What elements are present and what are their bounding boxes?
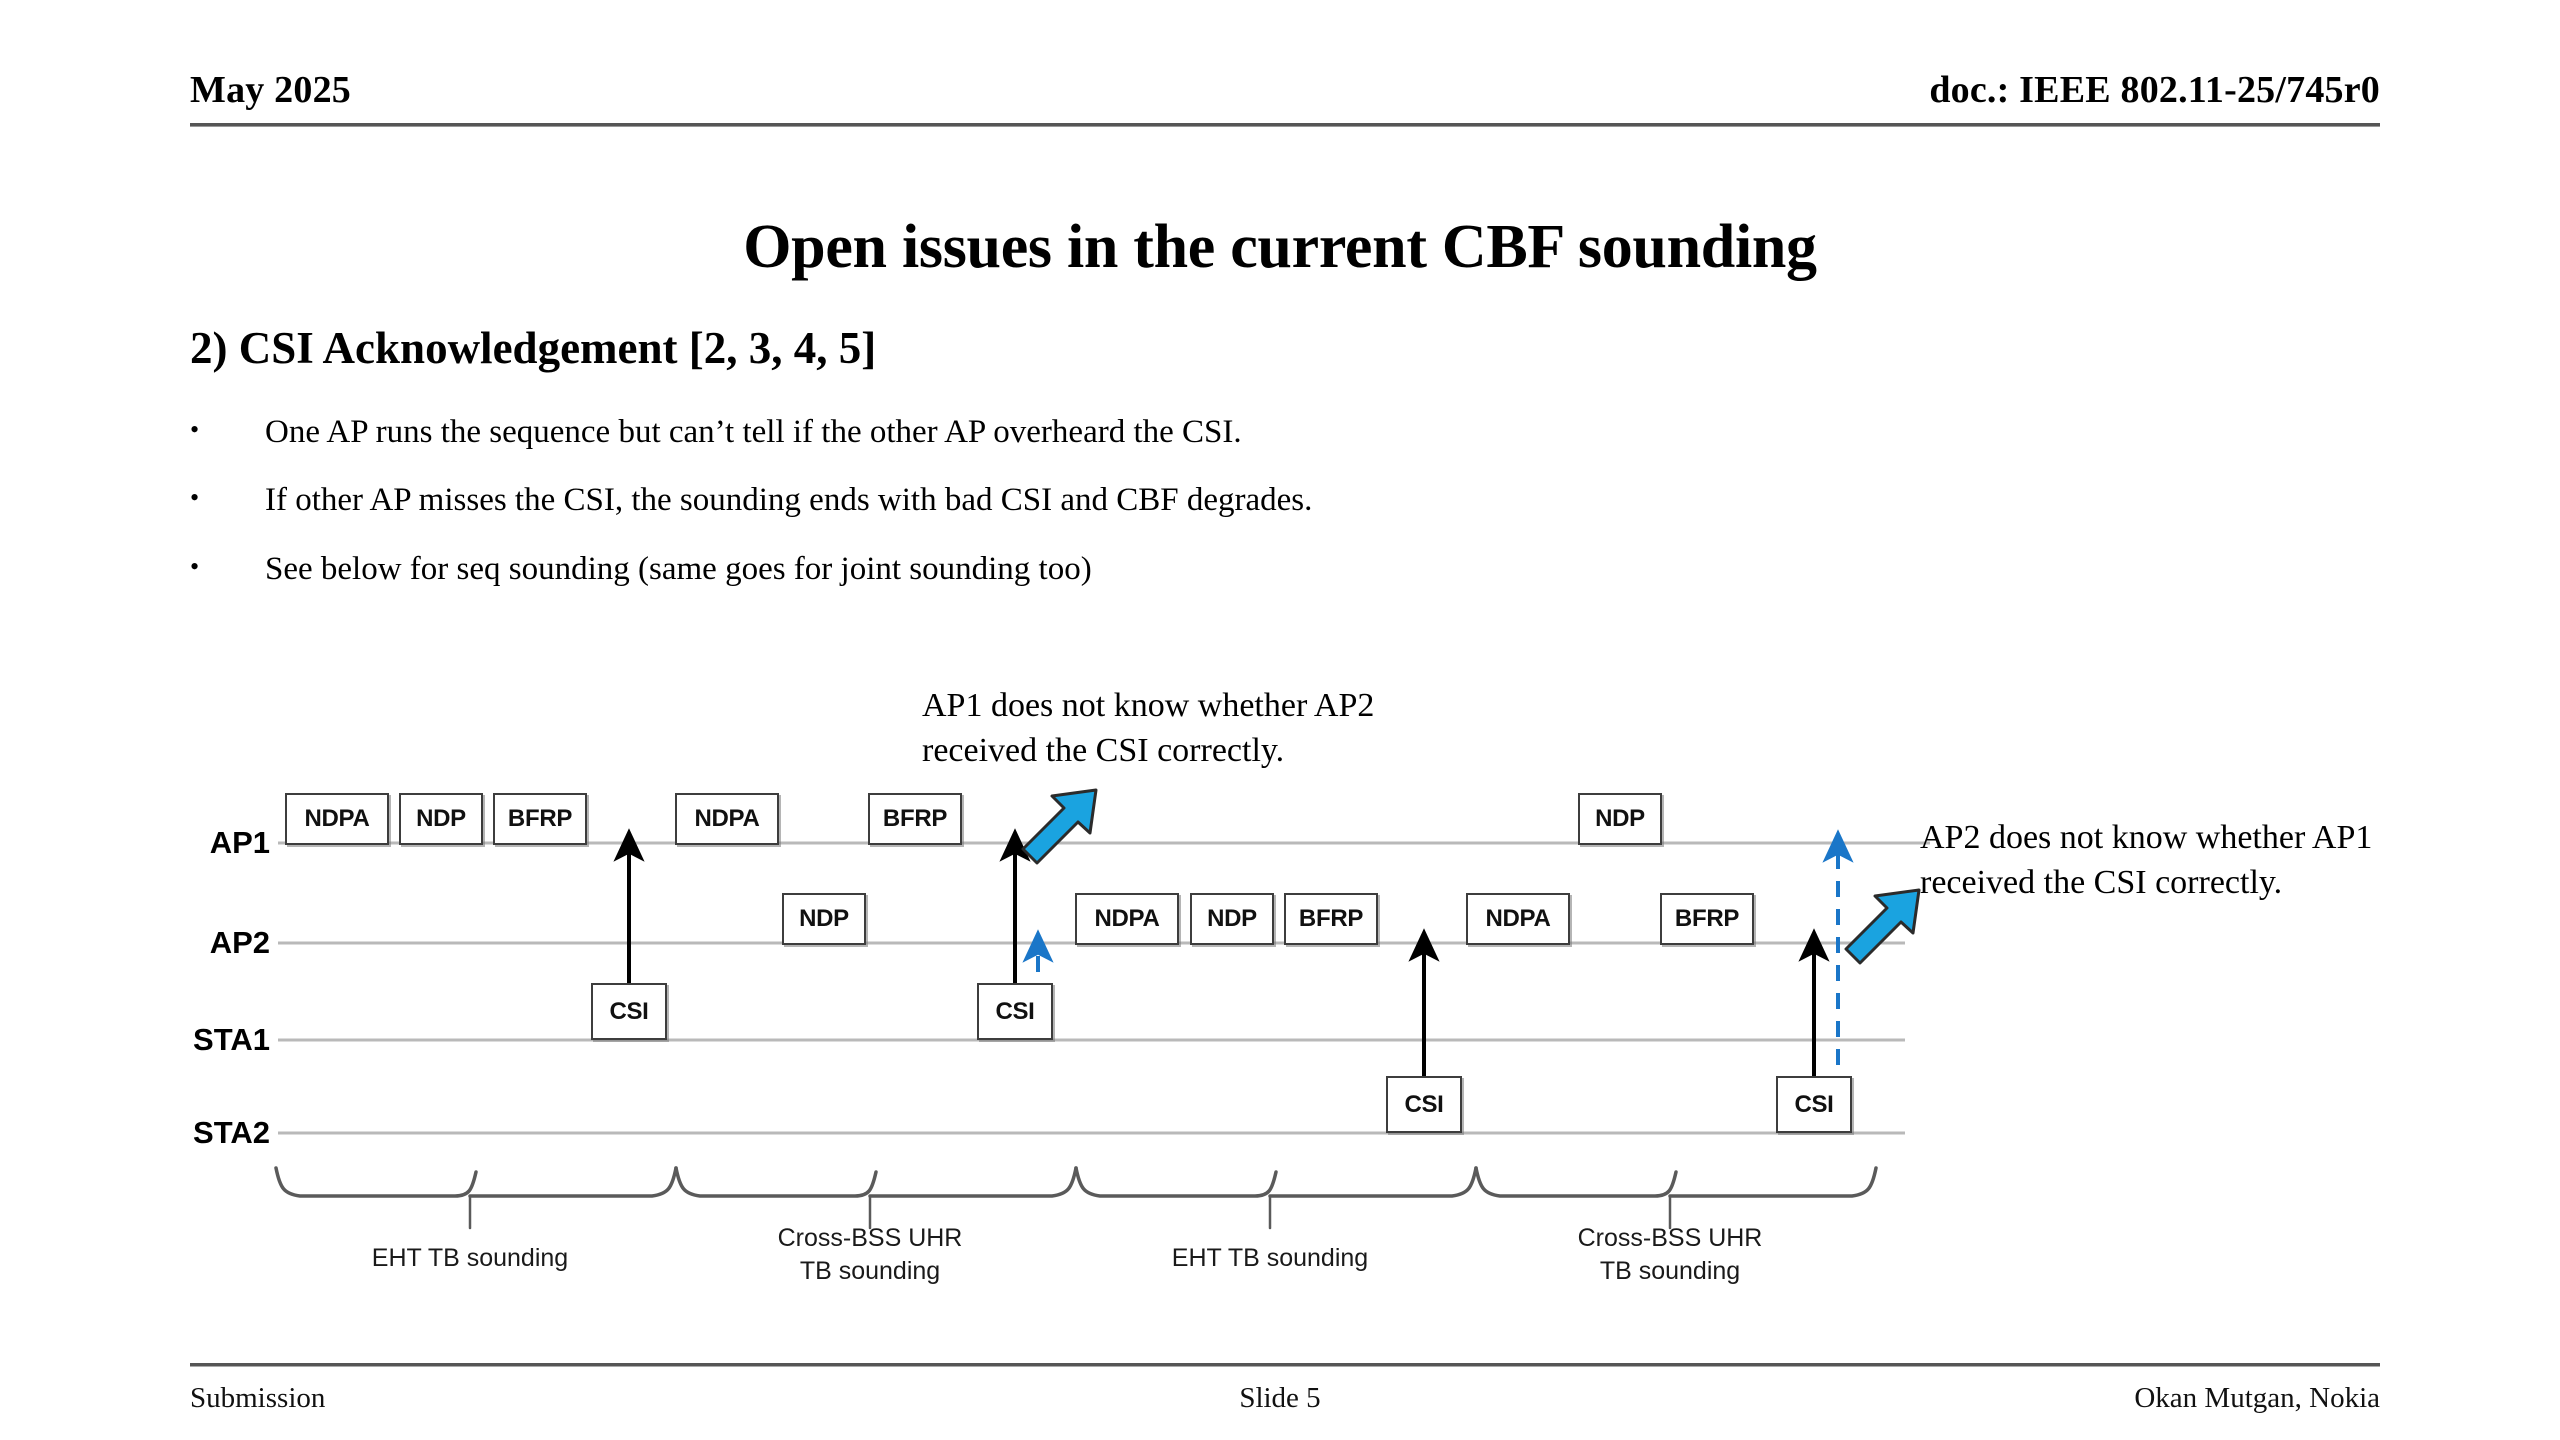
- packet-box: NDP: [1578, 793, 1662, 845]
- packet-box: CSI: [1776, 1076, 1852, 1133]
- packet-box: BFRP: [868, 793, 962, 845]
- bracket-label: Cross-BSS UHR TB sounding: [1577, 1224, 1763, 1285]
- bullet-dot-icon: •: [190, 483, 200, 512]
- header-date: May 2025: [190, 69, 351, 111]
- bracket-3: [1074, 1166, 1278, 1198]
- bracket-3-right: [1268, 1166, 1478, 1198]
- footer-divider: [190, 1363, 2380, 1367]
- phase-brackets-right: [468, 1166, 1878, 1198]
- bullet-text: One AP runs the sequence but can’t tell …: [265, 414, 1242, 450]
- bracket-2: [674, 1166, 878, 1198]
- bracket-4: [1474, 1166, 1678, 1198]
- packet-box: BFRP: [1660, 893, 1754, 945]
- bracket-1-right: [468, 1166, 678, 1198]
- callout-arrow-ap1: [1021, 788, 1098, 865]
- bracket-label: EHT TB sounding: [371, 1244, 569, 1272]
- bracket-4-right: [1668, 1166, 1878, 1198]
- packet-box: NDP: [782, 893, 866, 945]
- footer-submission-label: Submission: [190, 1382, 326, 1414]
- row-label-sta2: STA2: [193, 1115, 270, 1150]
- packet-box: NDPA: [285, 793, 389, 845]
- packet-box: NDP: [1190, 893, 1274, 945]
- packet-box: NDP: [399, 793, 483, 845]
- row-label-ap1: AP1: [209, 825, 270, 860]
- packet-box: NDPA: [1466, 893, 1570, 945]
- packet-box: CSI: [977, 983, 1053, 1040]
- packet-box: BFRP: [493, 793, 587, 845]
- bullet-dot-icon: •: [190, 552, 200, 581]
- slide-header: May 2025 doc.: IEEE 802.11-25/745r0: [190, 68, 2380, 128]
- packet-box: NDPA: [1075, 893, 1179, 945]
- footer-author: Okan Mutgan, Nokia: [2134, 1382, 2380, 1414]
- bullet-dot-icon: •: [190, 415, 200, 444]
- packet-box: NDPA: [675, 793, 779, 845]
- packet-box: CSI: [1386, 1076, 1462, 1133]
- bracket-1: [274, 1166, 478, 1198]
- row-label-ap2: AP2: [209, 925, 270, 960]
- header-divider: [190, 123, 2380, 127]
- bracket-label: Cross-BSS UHR TB sounding: [777, 1224, 963, 1285]
- timeline-axes: [278, 841, 1905, 1135]
- section-subtitle: 2) CSI Acknowledgement [2, 3, 4, 5]: [190, 323, 877, 373]
- bullet-text: See below for seq sounding (same goes fo…: [265, 551, 1092, 587]
- page-title: Open issues in the current CBF sounding: [743, 213, 1817, 281]
- header-doc-id: doc.: IEEE 802.11-25/745r0: [1929, 69, 2380, 111]
- phase-brackets: [274, 1166, 1678, 1230]
- uncertain-reception-arrows: [1022, 829, 1854, 1093]
- packet-box: CSI: [591, 983, 667, 1040]
- callout-arrow-ap2: [1844, 888, 1921, 965]
- row-label-sta1: STA1: [193, 1022, 270, 1057]
- transmission-arrows: [613, 828, 1830, 1093]
- bracket-2-right: [868, 1166, 1078, 1198]
- callout-ap1-uncertainty: AP1 does not know whether AP2 received t…: [922, 687, 1375, 770]
- bullet-text: If other AP misses the CSI, the sounding…: [265, 482, 1313, 518]
- bracket-label: EHT TB sounding: [1171, 1244, 1369, 1272]
- packet-box: BFRP: [1284, 893, 1378, 945]
- callout-ap2-uncertainty: AP2 does not know whether AP1 received t…: [1920, 819, 2373, 902]
- footer-slide-number: Slide 5: [1239, 1382, 1321, 1414]
